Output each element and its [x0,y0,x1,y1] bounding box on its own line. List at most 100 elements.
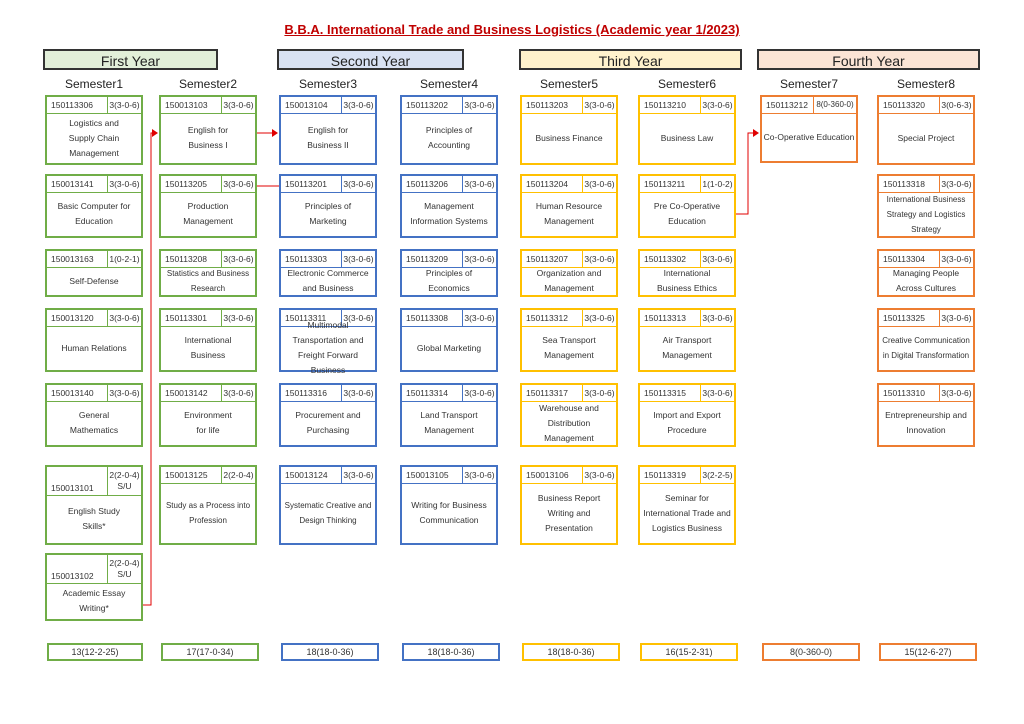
course-code: 150013163 [51,254,94,264]
course-code: 150113318 [883,179,925,189]
course-code: 150113302 [644,254,686,264]
course-code: 150113308 [406,313,448,323]
course-code: 150013140 [51,388,94,398]
course-name: English Study Skills* [68,506,120,531]
course-credits: 3(3-0-6) [107,310,141,326]
semester-total-credits: 18(18-0-36) [402,643,500,661]
course-credits: 3(3-0-6) [700,251,734,267]
course-credits: 3(3-0-6) [462,385,496,401]
course-name: Business Law [660,132,714,143]
semester-total-credits: 15(12-6-27) [879,643,977,661]
semester-total-credits: 18(18-0-36) [281,643,379,661]
semester-total-credits: 8(0-360-0) [762,643,860,661]
course-box: 150113312 3(3-0-6) Sea Transport Managemen… [520,308,618,372]
year-header: Fourth Year [757,49,980,70]
course-name: Managing People Across Cultures [892,268,960,293]
semester-total-credits: 17(17-0-34) [161,643,259,661]
course-code: 150113319 [644,470,686,480]
course-name: Writing for Business Communication [411,500,487,525]
course-code: 150013120 [51,313,94,323]
course-code: 150113312 [526,313,568,323]
course-box: 150113308 3(3-0-6) Global Marketing [400,308,498,372]
course-credits: 3(3-0-6) [107,97,141,113]
course-credits: 3(3-0-6) [700,97,734,113]
course-name: English for Business II [307,125,349,150]
course-name: English for Business I [187,125,229,150]
year-header: Third Year [519,49,742,70]
course-code: 150113207 [526,254,568,264]
course-credits: 3(2-2-5) [700,467,734,483]
course-credits: 3(3-0-6) [939,385,973,401]
course-credits: 2(2-0-4) [221,467,255,483]
arrow-head-icon [753,129,759,137]
course-name: Global Marketing [416,342,482,353]
course-name: Pre Co-Operative Education [653,201,721,226]
course-name: Sea Transport Management [542,335,596,360]
course-credits: 3(3-0-6) [582,467,616,483]
course-credits: 3(3-0-6) [341,251,375,267]
course-code: 150113208 [165,254,207,264]
course-name: Study as a Process into Profession [165,501,251,525]
course-credits: 3(3-0-6) [221,251,255,267]
course-name: Creative Communication in Digital Transf… [882,336,970,360]
course-credits: 3(3-0-6) [462,251,496,267]
course-credits: 3(3-0-6) [341,97,375,113]
course-code: 150113210 [644,100,686,110]
course-code: 150113212 [766,100,808,110]
semester-total-credits: 16(15-2-31) [640,643,738,661]
course-credits: 3(3-0-6) [107,385,141,401]
course-code: 150113202 [406,100,448,110]
course-name: Basic Computer for Education [57,201,131,226]
course-credits: 3(3-0-6) [462,467,496,483]
course-code: 150113301 [165,313,207,323]
course-code: 150113311 [285,313,327,323]
semester-header: Semester6 [657,77,717,91]
course-credits: 3(3-0-6) [700,385,734,401]
course-name: International Business Strategy and Logi… [886,194,966,234]
course-name: Production Management [183,201,233,226]
semester-header: Semester2 [178,77,238,91]
course-name: Principles of Marketing [304,201,352,226]
course-code: 150113204 [526,179,568,189]
course-credits: 3(3-0-6) [341,310,375,326]
semester-header: Semester5 [539,77,599,91]
course-code: 150113310 [883,388,925,398]
semester-total-credits: 18(18-0-36) [522,643,620,661]
course-code: 150013103 [165,100,208,110]
course-name: Electronic Commerce and Business [287,268,369,293]
course-credits: 3(3-0-6) [341,176,375,192]
course-credits: 3(3-0-6) [700,310,734,326]
course-name: Air Transport Management [662,335,712,360]
course-credits: 3(3-0-6) [462,176,496,192]
course-name: Import and Export Procedure [653,410,721,435]
course-code: 150113306 [51,100,93,110]
course-name: Principles of Accounting [425,125,473,150]
course-credits: 1(1-0-2) [700,176,734,192]
course-credits: 3(3-0-6) [582,310,616,326]
semester-header: Semester7 [779,77,839,91]
course-credits: 3(0-6-3) [939,97,973,113]
course-name: Human Resource Management [535,201,603,226]
course-credits: 3(3-0-6) [462,310,496,326]
course-credits: 3(3-0-6) [221,310,255,326]
course-code: 150013106 [526,470,569,480]
